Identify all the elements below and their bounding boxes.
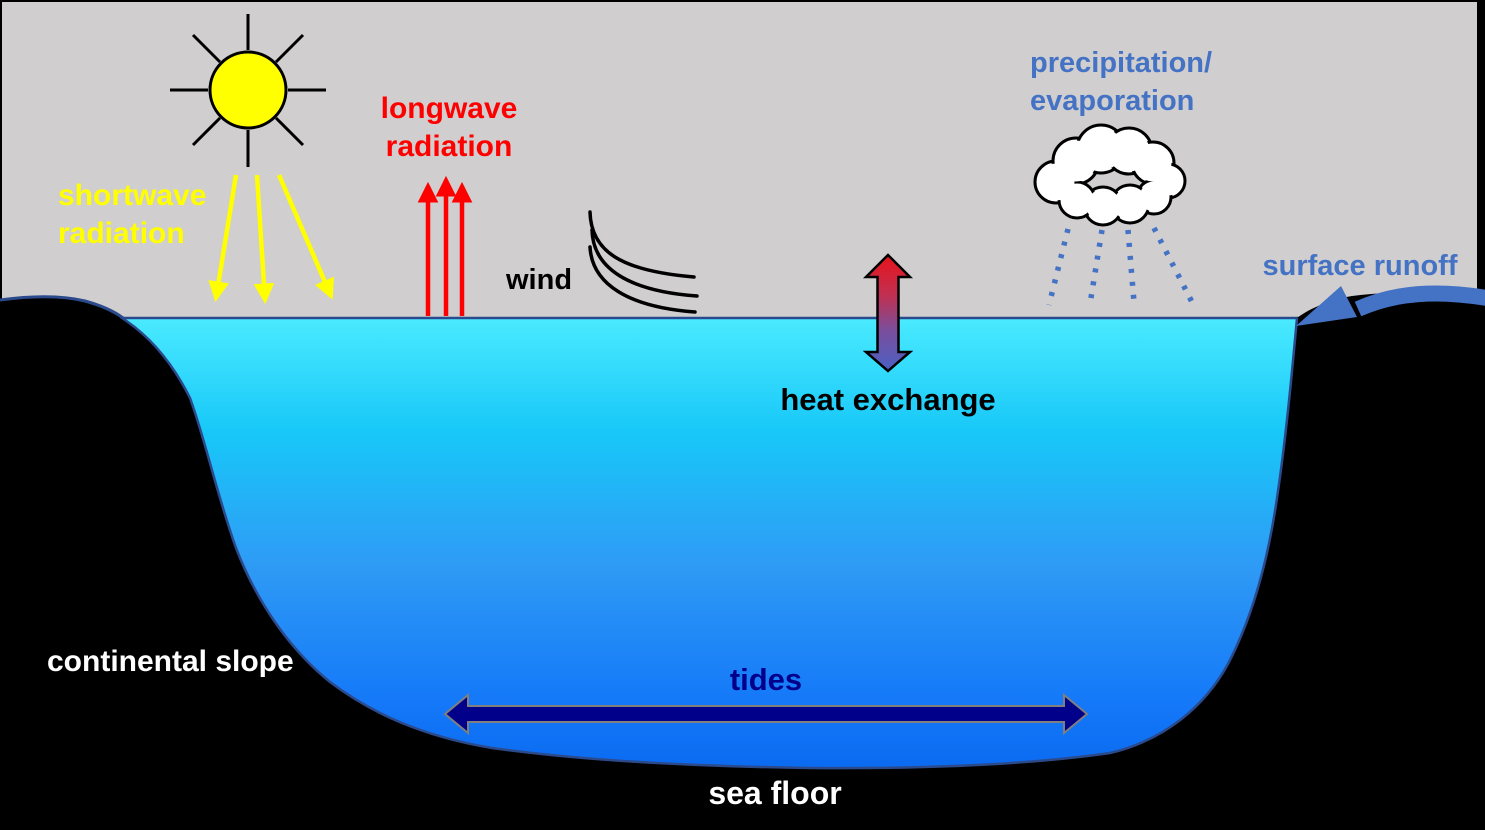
sea-floor-label: sea floor (708, 775, 841, 811)
heat-exchange-label: heat exchange (780, 382, 995, 417)
cloud-icon (1033, 123, 1187, 227)
precipitation-label-line1: precipitation/ (1030, 47, 1212, 79)
right-edge-strip (1477, 0, 1485, 318)
continental-slope-label: continental slope (47, 645, 294, 678)
land-left-coast (0, 296, 123, 318)
tides-arrow (443, 692, 1089, 736)
longwave-arrows (417, 175, 473, 316)
sky (2, 2, 1477, 318)
rain-dash-lines (1046, 226, 1196, 306)
wind-lines-icon (588, 210, 699, 314)
shortwave-arrows (208, 174, 334, 305)
longwave-radiation-label-line2: radiation (386, 130, 513, 163)
longwave-radiation-label-line1: longwave (381, 92, 518, 125)
tides-label: tides (730, 662, 802, 697)
surface-runoff-arrow (1296, 285, 1485, 326)
precipitation-label-line2: evaporation (1030, 85, 1194, 117)
sun-icon (170, 14, 326, 167)
land-left-coast-edge (0, 295, 124, 320)
ocean-water-basin (117, 316, 1299, 770)
labels-layer: shortwave radiation longwave radiation w… (47, 47, 1458, 811)
sun-rays (170, 14, 326, 167)
shortwave-radiation-label-line1: shortwave (58, 179, 206, 212)
surface-runoff-label: surface runoff (1263, 250, 1458, 282)
wind-label: wind (505, 264, 572, 296)
heat-exchange-arrow (862, 253, 914, 373)
cloud-body (1037, 127, 1183, 223)
shortwave-radiation-label-line2: radiation (58, 217, 185, 250)
